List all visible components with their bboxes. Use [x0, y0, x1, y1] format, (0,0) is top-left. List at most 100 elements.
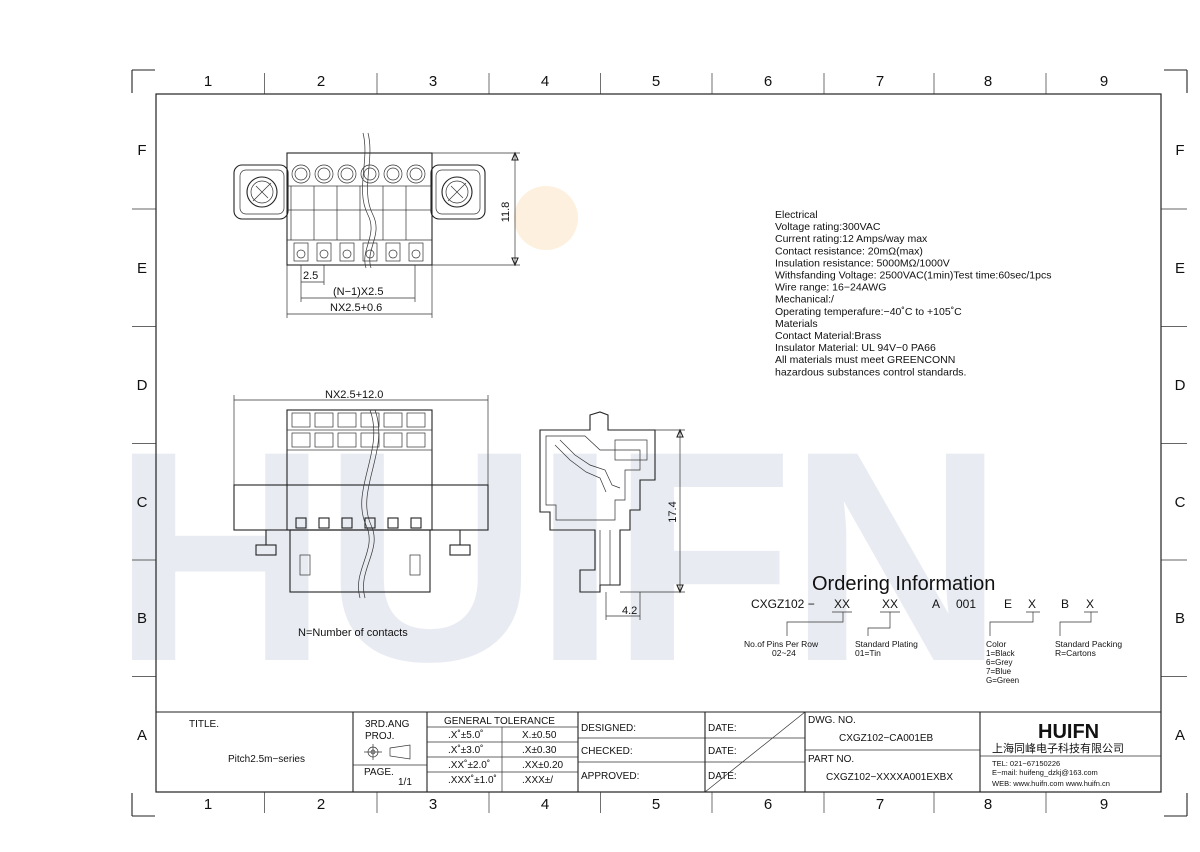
front-view: NX2.5+12.0 N=Number of contacts	[233, 389, 489, 639]
company-logo: HUIFN	[1038, 721, 1099, 743]
grid-col-bottom-9: 9	[1100, 796, 1108, 813]
dwg-label: DWG. NO.	[808, 715, 856, 726]
screw-hole	[337, 164, 357, 184]
wire-slot	[383, 412, 403, 428]
grid-col-bottom-1: 1	[204, 796, 212, 813]
code-pins: XX	[834, 597, 850, 611]
proj-label-2: PROJ.	[365, 731, 394, 742]
approved-label: APPROVED:	[581, 771, 639, 782]
terminal-pin	[342, 249, 352, 259]
wire-slot	[406, 412, 426, 428]
watermark: HUIFN	[112, 186, 1005, 724]
wire-slot	[314, 412, 334, 428]
screw-hole-inner	[386, 167, 400, 181]
dim-17-4: 17.4	[667, 501, 679, 522]
code-prefix: CXGZ102 −	[751, 597, 815, 611]
grid-row-right-E: E	[1175, 260, 1185, 277]
code-color: X	[1028, 597, 1036, 611]
checked-date-label: DATE:	[708, 746, 737, 757]
designed-date-label: DATE:	[708, 723, 737, 734]
code-packing: X	[1086, 597, 1094, 611]
checked-label: CHECKED:	[581, 746, 633, 757]
screw-hole-inner	[363, 167, 377, 181]
title-value: Pitch2.5m−series	[228, 754, 305, 765]
grid-col-top-2: 2	[317, 73, 325, 90]
spec-line: Insulation resistance: 5000MΩ/1000V	[775, 257, 950, 269]
grid-col-top-3: 3	[429, 73, 437, 90]
wire-slot-lower	[406, 432, 426, 448]
screw-hole	[291, 164, 311, 184]
spec-line: All materials must meet GREENCONN	[775, 354, 955, 366]
spec-line: Wire range: 16−24AWG	[775, 282, 886, 294]
company-tel: TEL: 021−67150226	[992, 759, 1060, 768]
screw-hole-inner	[294, 167, 308, 181]
terminal-pin	[296, 249, 306, 259]
color-label: Color	[986, 639, 1006, 649]
grid-row-left-E: E	[137, 260, 147, 277]
grid-row-right-A: A	[1175, 727, 1185, 744]
spec-line: Withsfanding Voltage: 2500VAC(1min)Test …	[775, 270, 1051, 282]
grid-col-top-9: 9	[1100, 73, 1108, 90]
proj-label-1: 3RD.ANG	[365, 719, 410, 730]
code-a: A	[932, 597, 940, 611]
grid-col-bottom-6: 6	[764, 796, 772, 813]
grid-row-left-F: F	[137, 142, 146, 159]
wire-slot-lower	[337, 432, 357, 448]
wire-slot-lower	[291, 432, 311, 448]
grid-row-right-C: C	[1175, 494, 1186, 511]
terminal-pin	[388, 249, 398, 259]
terminal-pin	[319, 249, 329, 259]
wire-slot-lower	[360, 432, 380, 448]
contact-window	[295, 517, 307, 529]
approved-date-label: DATE:	[708, 771, 737, 782]
company-web: WEB: www.huifn.com www.huifn.cn	[992, 779, 1110, 788]
grid-col-top-8: 8	[984, 73, 992, 90]
contact-window	[387, 517, 399, 529]
spec-line: hazardous substances control standards.	[775, 366, 966, 378]
grid-col-top-6: 6	[764, 73, 772, 90]
dim-4-2: 4.2	[622, 605, 637, 617]
plating-value: 01=Tin	[855, 648, 881, 658]
contact-window	[318, 517, 330, 529]
spec-line: Contact Material:Brass	[775, 330, 881, 342]
note-contacts: N=Number of contacts	[298, 627, 408, 639]
code-plating: XX	[882, 597, 898, 611]
grid-row-right-D: D	[1175, 377, 1186, 394]
screw-hole	[314, 164, 334, 184]
side-view: 17.4 4.2	[539, 411, 685, 620]
part-label: PART NO.	[808, 754, 854, 765]
pins-range: 02~24	[772, 648, 796, 658]
spec-line: Mechanical:/	[775, 294, 834, 306]
terminal	[385, 242, 401, 262]
page-value: 1/1	[398, 777, 412, 788]
top-screw-holes	[290, 164, 426, 262]
grid-col-bottom-3: 3	[429, 796, 437, 813]
grid-row-right-B: B	[1175, 610, 1185, 627]
wire-slot-lower	[383, 432, 403, 448]
grid-col-bottom-5: 5	[652, 796, 660, 813]
code-e: E	[1004, 597, 1012, 611]
terminal-pin	[411, 249, 421, 259]
color-value-4: G=Green	[986, 676, 1019, 685]
plating-label: Standard Plating	[855, 639, 918, 649]
grid-row-left-D: D	[137, 377, 148, 394]
dim-nx-06: NX2.5+0.6	[330, 302, 382, 314]
contact-window	[341, 517, 353, 529]
wire-slot	[291, 412, 311, 428]
company-name: 上海同峰电子科技有限公司	[992, 741, 1124, 755]
tolerance-linear: .X±0.30	[522, 745, 557, 756]
grid-row-left-C: C	[137, 494, 148, 511]
grid-row-left-A: A	[137, 727, 147, 744]
sheet-frame	[131, 69, 1188, 817]
spec-line: Current rating:12 Amps/way max	[775, 233, 928, 245]
svg-text:HUIFN: HUIFN	[112, 388, 999, 724]
spec-line: Contact resistance: 20mΩ(max)	[775, 245, 923, 257]
dim-11-8: 11.8	[500, 202, 512, 223]
color-value-3: 7=Blue	[986, 667, 1012, 676]
grid-col-bottom-7: 7	[876, 796, 884, 813]
